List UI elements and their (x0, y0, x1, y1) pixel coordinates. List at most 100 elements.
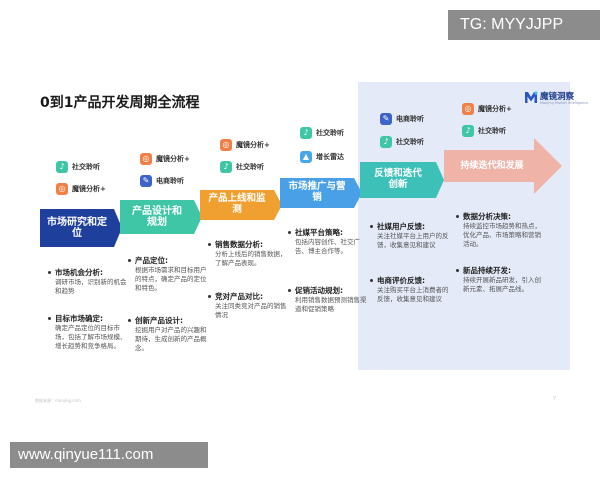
page-number: 7 (553, 396, 557, 402)
tag-label: 增长雷达 (316, 153, 344, 161)
tag-label: 电商聆听 (396, 115, 424, 123)
bullet-description: 调研市场，识别新的机会和趋势 (55, 278, 127, 295)
stage-1-label: 市场研究和定位 (47, 216, 107, 240)
bullet-title: 促销活动规划: (295, 286, 343, 295)
source-footnote: 数据来源：moojing.com (35, 398, 81, 403)
bullet-dot (208, 243, 211, 246)
stage-6-label: 持续迭代和发展 (460, 160, 524, 171)
stage-2-block: 产品设计和规划 (120, 200, 202, 234)
bullet-description: 利用销售数据预测销售渠道和促销策略 (295, 296, 367, 313)
watermark-url: www.qinyue111.com (10, 442, 208, 468)
bullet-description: 关注同类竞对产品的销售情况 (215, 302, 287, 319)
tag-label: 社交聆听 (478, 127, 506, 135)
bullet-innovative-design: 创新产品设计: 挖掘用户对产品的兴趣和期待，生成创新的产品概念。 (128, 316, 210, 352)
brand-subtitle: Moojing Market Intelligence (540, 101, 589, 105)
tag-stage6-magic-analysis: ◎ 魔镜分析+ (462, 102, 512, 116)
stage-3-shape (200, 190, 282, 220)
bullet-data-decision: 数据分析决策: 持续监控市场趋势和热点，优化产品、市场策略和营销活动。 (456, 212, 546, 248)
bullet-title: 市场机会分析: (55, 268, 103, 277)
tag-stage2-ecommerce-listening: ✎ 电商聆听 (140, 174, 184, 188)
bullet-title: 新品持续开发: (463, 266, 511, 275)
stage-4-block: 市场推广与营销 (280, 178, 362, 208)
magic-analysis-icon: ◎ (220, 139, 232, 151)
tag-stage1-magic-analysis: ◎ 魔镜分析+ (56, 182, 106, 196)
bullet-title: 社媒平台策略: (295, 228, 343, 237)
stage-3-block: 产品上线和监测 (200, 190, 282, 220)
tag-stage3-magic-analysis: ◎ 魔镜分析+ (220, 138, 270, 152)
tag-label: 社交聆听 (396, 138, 424, 146)
stage-5-block: 反馈和迭代创新 (360, 162, 444, 198)
bullet-dot (370, 225, 373, 228)
tag-stage4-social-listening: ♪ 社交聆听 (300, 126, 344, 140)
tag-label: 魔镜分析+ (236, 141, 270, 149)
bullet-description: 挖掘用户对产品的兴趣和期待，生成创新的产品概念。 (135, 326, 207, 352)
page-title: 0到1产品开发周期全流程 (40, 95, 200, 111)
bullet-social-strategy: 社媒平台策略: 包括内容创作、社交广告、博主合作等。 (288, 228, 370, 256)
bullet-title: 目标市场确定: (55, 314, 103, 323)
bullet-description: 包括内容创作、社交广告、博主合作等。 (295, 238, 360, 255)
bullet-title: 产品定位: (135, 256, 168, 265)
bullet-dot (128, 319, 131, 322)
tag-label: 社交聆听 (316, 129, 344, 137)
bullet-description: 关注社媒平台上用户的反馈，收集意见和建议 (377, 232, 449, 249)
magic-analysis-icon: ◎ (462, 103, 474, 115)
stage-2-shape (120, 200, 202, 234)
bullet-dot (370, 279, 373, 282)
tag-stage2-magic-analysis: ◎ 魔镜分析+ (140, 152, 190, 166)
tag-label: 魔镜分析+ (156, 155, 190, 163)
bullet-market-opportunity: 市场机会分析: 调研市场，识别新的机会和趋势 (48, 268, 130, 296)
bullet-description: 根据市场需求和目标用户的特点，确定产品的定位和特色。 (135, 266, 207, 292)
stage-4-label: 市场推广与营销 (288, 181, 346, 203)
bullet-sales-analysis: 销售数据分析: 分析上线后的销售数据，了解产品表现。 (208, 240, 290, 268)
tag-label: 魔镜分析+ (72, 185, 106, 193)
tag-stage3-social-listening: ♪ 社交聆听 (220, 160, 264, 174)
tag-stage5-social-listening: ♪ 社交聆听 (380, 135, 424, 149)
bullet-title: 销售数据分析: (215, 240, 263, 249)
ecommerce-listening-icon: ✎ (380, 113, 392, 125)
bullet-dot (208, 295, 211, 298)
social-listening-icon: ♪ (300, 127, 312, 139)
bullet-description: 确定产品定位的目标市场，包括了解市场规模、增长趋势和竞争格局。 (55, 324, 127, 350)
ecommerce-listening-icon: ✎ (140, 175, 152, 187)
bullet-title: 创新产品设计: (135, 316, 183, 325)
stage-5-shape (360, 162, 444, 198)
bullet-dot (48, 271, 51, 274)
tag-label: 魔镜分析+ (478, 105, 512, 113)
tag-label: 社交聆听 (236, 163, 264, 171)
bullet-promotion-planning: 促销活动规划: 利用销售数据预测销售渠道和促销策略 (288, 286, 370, 314)
bullet-description: 关注购买平台上消费者的反馈，收集意见和建议 (377, 286, 449, 303)
stage-3-label: 产品上线和监测 (208, 193, 266, 215)
bullet-description: 持续开展新品研发，引入创新元素、拓展产品线。 (463, 276, 541, 293)
moojing-logo-icon (525, 91, 538, 103)
bullet-new-product-dev: 新品持续开发: 持续开展新品研发，引入创新元素、拓展产品线。 (456, 266, 546, 294)
tag-stage4-growth-radar: ▲ 增长雷达 (300, 150, 344, 164)
bullet-title: 数据分析决策: (463, 212, 511, 221)
tag-label: 社交聆听 (72, 163, 100, 171)
tag-stage6-social-listening: ♪ 社交聆听 (462, 124, 506, 138)
bullet-dot (456, 269, 459, 272)
bullet-dot (48, 317, 51, 320)
bullet-dot (288, 289, 291, 292)
bullet-social-feedback: 社媒用户反馈: 关注社媒平台上用户的反馈，收集意见和建议 (370, 222, 452, 250)
tag-label: 电商聆听 (156, 177, 184, 185)
bullet-dot (128, 259, 131, 262)
stage-4-shape (280, 178, 362, 208)
magic-analysis-icon: ◎ (140, 153, 152, 165)
bullet-target-market: 目标市场确定: 确定产品定位的目标市场，包括了解市场规模、增长趋势和竞争格局。 (48, 314, 130, 350)
stage-1-block: 市场研究和定位 (40, 209, 122, 247)
brand-name: 魔镜洞察 (540, 92, 575, 102)
stage-1-shape (40, 209, 122, 247)
stage-5-label: 反馈和迭代创新 (374, 168, 422, 190)
social-listening-icon: ♪ (220, 161, 232, 173)
bullet-ecommerce-feedback: 电商评价反馈: 关注购买平台上消费者的反馈，收集意见和建议 (370, 276, 452, 304)
watermark-telegram: TG: MYYJJPP (448, 10, 600, 40)
tag-stage5-ecommerce-listening: ✎ 电商聆听 (380, 112, 424, 126)
tag-stage1-social-listening: ♪ 社交聆听 (56, 160, 100, 174)
bullet-competitor-comparison: 竞对产品对比: 关注同类竞对产品的销售情况 (208, 292, 290, 320)
bullet-dot (288, 231, 291, 234)
magic-analysis-icon: ◎ (56, 183, 68, 195)
stage-6-arrow: 持续迭代和发展 (444, 138, 562, 194)
stage-6-shape (444, 138, 562, 194)
brand-logo: 魔镜洞察 Moojing Market Intelligence (524, 88, 594, 110)
bullet-product-positioning: 产品定位: 根据市场需求和目标用户的特点，确定产品的定位和特色。 (128, 256, 210, 292)
